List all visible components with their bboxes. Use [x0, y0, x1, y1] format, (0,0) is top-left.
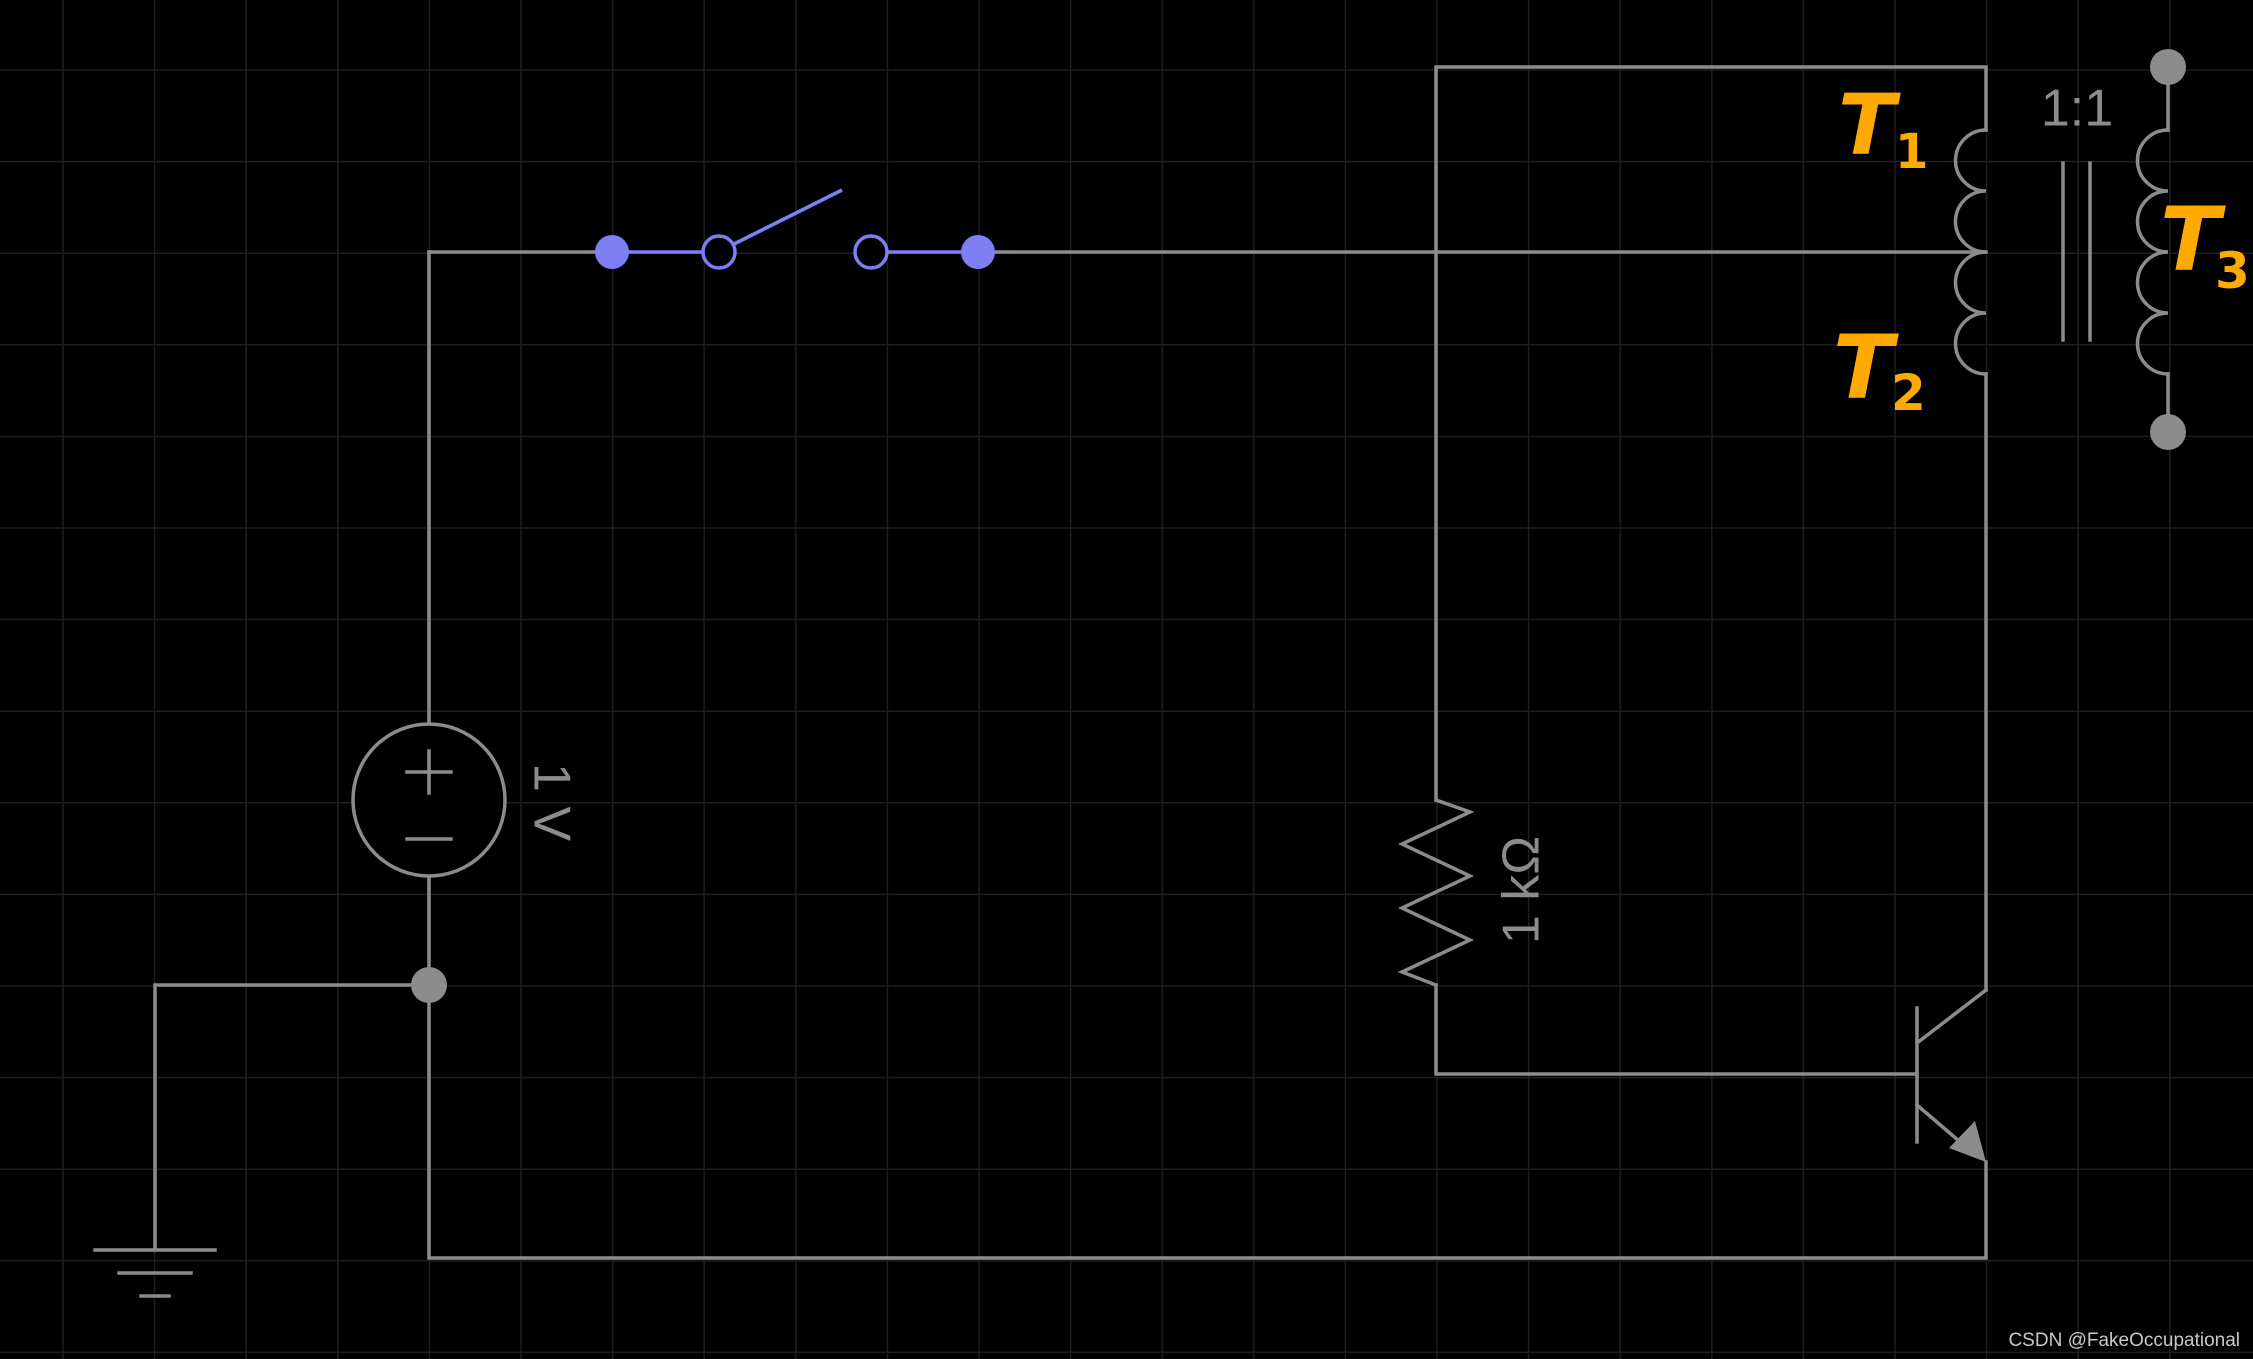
resistor-value: 1 kΩ — [1493, 836, 1551, 944]
transformer-ratio: 1:1 — [2041, 80, 2113, 138]
svg-text:T: T — [1833, 316, 1899, 419]
voltage-source-value: 1 V — [522, 763, 580, 841]
transformer[interactable]: 1:1 — [1953, 49, 2187, 450]
primary-coil — [1953, 128, 1988, 376]
resistor[interactable]: 1 kΩ — [1397, 797, 1551, 988]
watermark: CSDN @FakeOccupational — [2008, 1330, 2240, 1351]
secondary-terminal-bottom — [2150, 414, 2186, 450]
svg-text:T: T — [1838, 76, 1901, 174]
annotation-t3: T 3 — [2160, 188, 2250, 300]
switch-contact-right — [853, 234, 889, 270]
emitter-arrow — [1949, 1121, 1986, 1162]
secondary-terminal-top — [2150, 49, 2186, 85]
annotation-t1: T 1 — [1838, 76, 1928, 180]
svg-text:T: T — [2160, 188, 2226, 291]
wires — [153, 65, 2170, 1260]
switch-terminal-right — [961, 235, 995, 269]
junction-node — [411, 967, 447, 1003]
npn-transistor[interactable] — [1914, 987, 1989, 1162]
secondary-coil — [2135, 128, 2170, 376]
switch[interactable] — [595, 188, 995, 270]
switch-contact-left — [701, 234, 737, 270]
voltage-source[interactable]: 1 V — [351, 722, 580, 878]
ground-symbol — [93, 1248, 217, 1298]
svg-text:3: 3 — [2215, 242, 2250, 300]
svg-text:2: 2 — [1891, 364, 1926, 422]
annotation-t2: T 2 — [1833, 316, 1926, 422]
svg-text:1: 1 — [1895, 124, 1928, 180]
